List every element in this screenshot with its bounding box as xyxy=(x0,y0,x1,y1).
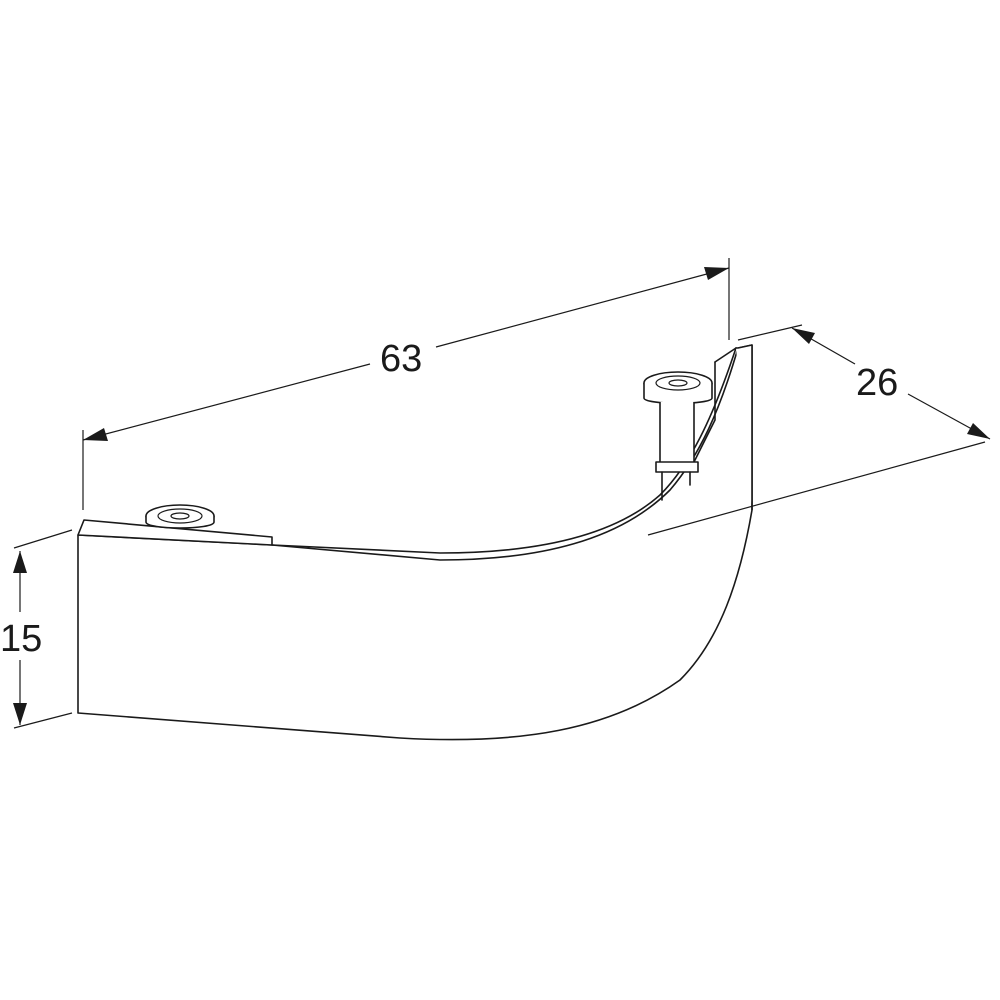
depth-label: 26 xyxy=(856,362,898,404)
dimension-width: 63 xyxy=(82,258,730,510)
left-adjustable-foot xyxy=(145,504,215,529)
right-adjustable-foot xyxy=(643,371,713,501)
dimension-depth: 26 xyxy=(647,324,991,536)
height-label: 15 xyxy=(0,618,42,660)
plinth-body xyxy=(77,344,753,741)
dimension-height: 15 xyxy=(0,529,73,729)
inner-end-panel xyxy=(689,361,716,471)
top-rim-curve xyxy=(271,347,737,554)
width-label: 63 xyxy=(380,338,422,380)
top-rim xyxy=(77,519,273,546)
inner-end-panel-edge xyxy=(714,347,737,363)
right-end-face xyxy=(736,344,753,510)
front-face xyxy=(77,344,753,741)
